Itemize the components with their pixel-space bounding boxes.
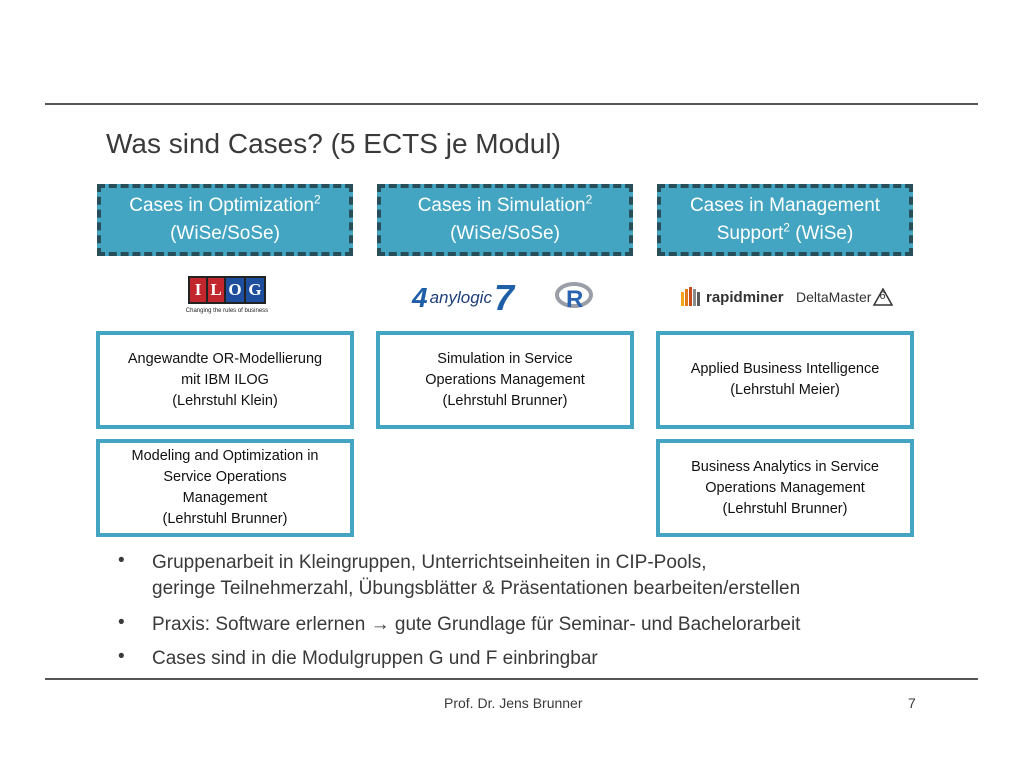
header-simulation: Cases in Simulation2 (WiSe/SoSe) xyxy=(377,184,633,256)
course-line: Applied Business Intelligence xyxy=(690,361,880,377)
bullet-text: Praxis: Software erlernen → gute Grundla… xyxy=(152,612,800,638)
page-number: 7 xyxy=(908,695,916,711)
ilog-letter-g: G xyxy=(246,278,264,302)
course-line: Operations Management xyxy=(425,371,585,388)
header-simulation-sup: 2 xyxy=(585,192,593,207)
ilog-tagline: Changing the rules of business xyxy=(185,308,269,314)
header-optimization-sup: 2 xyxy=(314,192,321,207)
header-management-line2-post: (WiSe) xyxy=(789,223,854,244)
header-optimization: Cases in Optimization2 (WiSe/SoSe) xyxy=(97,184,353,256)
header-optimization-line2: (WiSe/SoSe) xyxy=(170,223,280,244)
rapidminer-icon xyxy=(681,287,700,306)
slide-title: Was sind Cases? (5 ECTS je Modul) xyxy=(106,128,561,159)
course-simulation: Simulation in Service Operations Managem… xyxy=(376,331,634,429)
bullet-line-post: gute Grundlage für Seminar- und Bachelor… xyxy=(389,614,801,635)
header-simulation-line2: (WiSe/SoSe) xyxy=(450,223,560,244)
r-logo: R xyxy=(555,281,593,313)
course-business-analytics: Business Analytics in Service Operations… xyxy=(656,439,914,537)
bottom-rule xyxy=(45,678,978,680)
deltamaster-wordmark: DeltaMaster xyxy=(796,289,872,305)
ilog-letter-o: O xyxy=(226,278,244,302)
course-line: (Lehrstuhl Brunner) xyxy=(162,511,288,527)
course-line: Simulation in Service xyxy=(437,350,573,367)
course-line: Business Analytics in Service xyxy=(691,458,879,475)
course-or-modellierung: Angewandte OR-Modellierung mit IBM ILOG … xyxy=(96,331,354,429)
bullet-marker: • xyxy=(118,550,125,571)
course-line: (Lehrstuhl Brunner) xyxy=(722,500,848,517)
rapidminer-miner: miner xyxy=(742,288,784,306)
r-logo-icon xyxy=(555,282,593,308)
bullet-text: Cases sind in die Modulgruppen G und F e… xyxy=(152,646,598,672)
bullet-line-pre: Praxis: Software erlernen xyxy=(152,614,371,635)
header-optimization-line1: Cases in Optimization xyxy=(129,195,315,216)
arrow-icon: → xyxy=(370,614,390,635)
course-modeling-optimization: Modeling and Optimization in Service Ope… xyxy=(96,439,354,537)
course-line: (Lehrstuhl Meier) xyxy=(730,382,840,398)
course-line: (Lehrstuhl Klein) xyxy=(172,392,278,409)
footer-author: Prof. Dr. Jens Brunner xyxy=(444,695,583,711)
ilog-letter-i: I xyxy=(190,278,206,302)
bullet-marker: • xyxy=(118,612,125,633)
ilog-letter-l: L xyxy=(208,278,224,302)
anylogic-version: 7 xyxy=(493,277,514,318)
bullet-line: geringe Teilnehmerzahl, Übungsblätter & … xyxy=(152,578,801,599)
bullet-marker: • xyxy=(118,646,125,667)
course-line: Management xyxy=(182,490,268,506)
course-line: Service Operations xyxy=(163,469,287,485)
header-management: Cases in Management Support2 (WiSe) xyxy=(657,184,913,256)
course-line: (Lehrstuhl Brunner) xyxy=(442,392,568,409)
course-line: Angewandte OR-Modellierung xyxy=(127,350,323,367)
top-rule xyxy=(45,103,978,105)
bullet-text: Gruppenarbeit in Kleingruppen, Unterrich… xyxy=(152,550,800,602)
course-line: Operations Management xyxy=(705,479,865,496)
course-business-intelligence: Applied Business Intelligence (Lehrstuhl… xyxy=(656,331,914,429)
anylogic-wordmark: anylogic xyxy=(429,288,492,307)
header-management-line2-pre: Support xyxy=(716,223,784,244)
anylogic-mark-icon: 4 xyxy=(412,282,428,313)
bullet-line: Gruppenarbeit in Kleingruppen, Unterrich… xyxy=(152,552,707,573)
course-line: mit IBM ILOG xyxy=(181,371,269,388)
bullet-line: Cases sind in die Modulgruppen G und F e… xyxy=(152,648,598,669)
course-line: Modeling and Optimization in xyxy=(131,448,319,464)
ilog-letters: I L O G xyxy=(188,276,266,304)
header-management-line1: Cases in Management xyxy=(689,195,881,216)
deltamaster-version: 6 xyxy=(879,290,886,302)
anylogic-logo: 4 anylogic 7 xyxy=(412,278,514,318)
ilog-logo: I L O G Changing the rules of business xyxy=(181,276,273,314)
rapidminer-rapid: rapid xyxy=(706,288,743,306)
header-management-sup: 2 xyxy=(783,220,790,235)
header-simulation-line1: Cases in Simulation xyxy=(417,195,586,216)
deltamaster-triangle-icon: 6 xyxy=(873,288,894,306)
deltamaster-logo: DeltaMaster 6 xyxy=(796,286,894,308)
r-letter: R xyxy=(566,286,584,313)
